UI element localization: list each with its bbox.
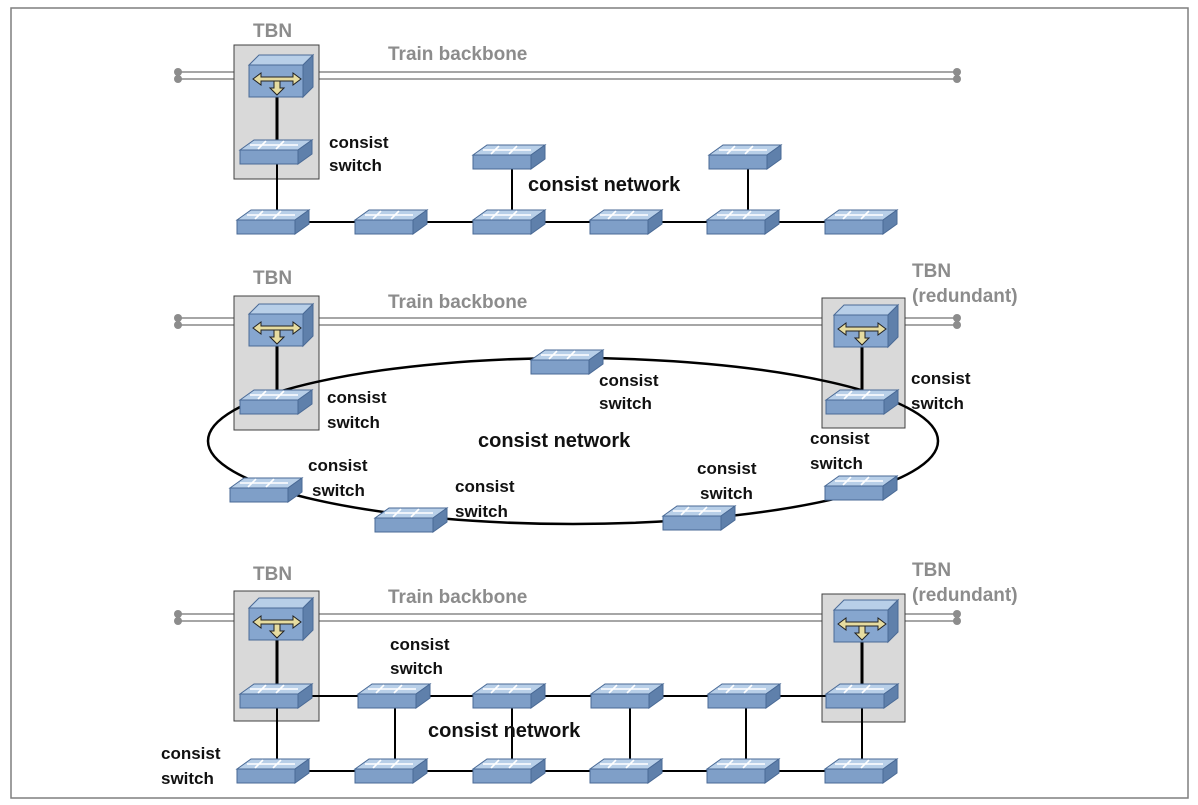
panel-1-line-topology: TBN Train backbone consist switch consis… xyxy=(174,21,961,235)
consist-switch-label: consist xyxy=(308,456,368,475)
consist-network-label: consist network xyxy=(428,720,581,742)
consist-switch-label: switch xyxy=(161,769,214,788)
consist-switch-label: consist xyxy=(161,744,221,763)
network-switch-icon xyxy=(239,389,313,415)
network-switch-icon xyxy=(239,139,313,165)
network-switch-icon xyxy=(824,758,898,784)
tbn-node-icon xyxy=(248,54,314,98)
network-switch-icon xyxy=(825,389,899,415)
train-backbone-label: Train backbone xyxy=(388,44,527,65)
network-switch-icon xyxy=(707,683,781,709)
tbn-node-icon xyxy=(833,304,899,348)
tbn-redundant-label: TBN xyxy=(912,560,951,581)
network-switch-icon xyxy=(354,758,428,784)
consist-network-label: consist network xyxy=(478,430,631,452)
consist-switch-label: switch xyxy=(911,394,964,413)
network-switch-icon xyxy=(236,209,310,235)
network-switch-icon xyxy=(530,349,604,375)
consist-switch-label: switch xyxy=(810,454,863,473)
train-backbone-label: Train backbone xyxy=(388,587,527,608)
network-switch-icon xyxy=(706,758,780,784)
network-switch-icon xyxy=(374,507,448,533)
network-switch-icon xyxy=(589,209,663,235)
network-switch-icon xyxy=(824,475,898,501)
network-switch-icon xyxy=(472,209,546,235)
outer-frame xyxy=(10,7,1189,799)
network-switch-icon xyxy=(354,209,428,235)
network-switch-icon xyxy=(706,209,780,235)
consist-switch-label: consist xyxy=(329,133,389,152)
network-switch-icon xyxy=(357,683,431,709)
consist-network-label: consist network xyxy=(528,174,681,196)
consist-switch-label: consist xyxy=(390,635,450,654)
network-switch-icon xyxy=(590,683,664,709)
tbn-label: TBN xyxy=(253,21,292,42)
consist-switch-label: consist xyxy=(810,429,870,448)
tbn-redundant-label: (redundant) xyxy=(912,286,1018,307)
tbn-node-icon xyxy=(248,303,314,347)
network-switch-icon xyxy=(236,758,310,784)
consist-switch-label: consist xyxy=(697,459,757,478)
consist-switch-label: consist xyxy=(911,369,971,388)
network-switch-icon xyxy=(824,209,898,235)
consist-switch-label: switch xyxy=(455,502,508,521)
panel-3-ladder-topology: TBN Train backbone TBN (redundant) consi… xyxy=(161,560,1018,788)
tbn-redundant-label: (redundant) xyxy=(912,585,1018,606)
consist-switch-label: consist xyxy=(327,388,387,407)
network-switch-icon xyxy=(589,758,663,784)
network-switch-icon xyxy=(662,505,736,531)
tbn-label: TBN xyxy=(253,268,292,289)
network-switch-icon xyxy=(229,477,303,503)
consist-switch-label: switch xyxy=(390,659,443,678)
network-switch-icon xyxy=(825,683,899,709)
network-switch-icon xyxy=(239,683,313,709)
consist-switch-label: switch xyxy=(327,413,380,432)
tbn-label: TBN xyxy=(253,564,292,585)
consist-switch-label: switch xyxy=(312,481,365,500)
panel-2-ring-topology: TBN Train backbone TBN (redundant) consi… xyxy=(174,261,1018,533)
consist-switch-label: switch xyxy=(700,484,753,503)
tbn-node-icon xyxy=(833,599,899,643)
tbn-redundant-label: TBN xyxy=(912,261,951,282)
network-switch-icon xyxy=(472,144,546,170)
network-switch-icon xyxy=(472,683,546,709)
tbn-node-icon xyxy=(248,597,314,641)
network-switch-icon xyxy=(708,144,782,170)
train-backbone-label: Train backbone xyxy=(388,292,527,313)
consist-switch-label: switch xyxy=(599,394,652,413)
consist-switch-label: switch xyxy=(329,156,382,175)
consist-switch-label: consist xyxy=(455,477,515,496)
consist-switch-label: consist xyxy=(599,371,659,390)
network-switch-icon xyxy=(472,758,546,784)
